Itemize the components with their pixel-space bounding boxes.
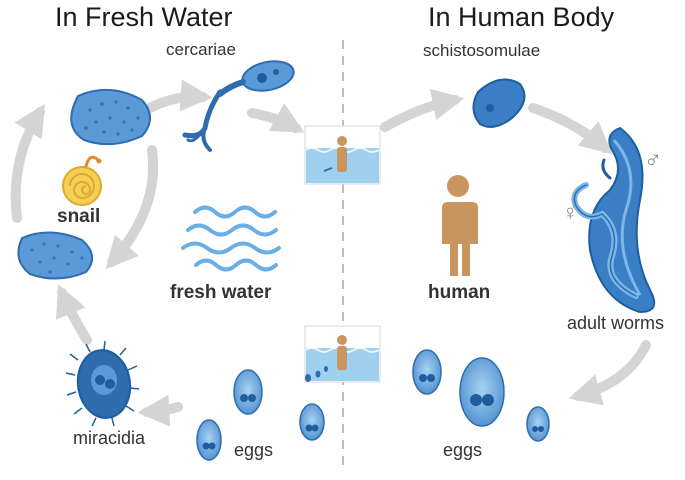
egg-right-3-icon xyxy=(526,406,550,442)
snail-top-icon xyxy=(70,88,151,146)
label-eggs-right: eggs xyxy=(443,440,483,460)
label-miracidia: miracidia xyxy=(73,428,146,448)
arrow-worms-to-eggs xyxy=(568,340,651,406)
arrow-miracidia-to-snail xyxy=(55,284,92,345)
fresh-water-waves-icon xyxy=(181,205,281,272)
arrow-eggs-to-miracidia xyxy=(137,394,183,427)
title-fresh-water: In Fresh Water xyxy=(55,2,233,32)
label-eggs-left: eggs xyxy=(234,440,274,460)
snail-bottom-icon xyxy=(17,231,93,280)
label-cercariae: cercariae xyxy=(166,40,236,59)
egg-left-1-icon xyxy=(233,369,263,415)
male-symbol: ♂ xyxy=(644,147,662,174)
arrow-cercariae-to-water xyxy=(247,103,305,133)
title-human-body: In Human Body xyxy=(428,2,615,32)
arrow-water-to-schistosomulae xyxy=(380,88,465,132)
female-symbol: ♀ xyxy=(562,200,579,225)
label-fresh-water: fresh water xyxy=(170,282,272,303)
arrow-schistosomulae-to-worms xyxy=(528,103,613,155)
human-icon xyxy=(442,175,478,276)
egg-left-2-icon xyxy=(299,403,325,441)
egg-left-3-icon xyxy=(196,419,222,461)
egg-right-1-icon xyxy=(412,349,442,395)
label-adult-worms: adult worms xyxy=(567,313,665,333)
adult-worms-icon xyxy=(571,126,656,314)
arrow-snail-inner xyxy=(105,145,159,270)
snail-shell-icon xyxy=(62,155,102,206)
miracidia-icon xyxy=(65,340,140,427)
schistosomulae-icon xyxy=(472,78,526,128)
cercariae-icon xyxy=(182,60,295,152)
egg-right-2-icon xyxy=(459,357,505,427)
label-snail: snail xyxy=(57,206,101,227)
label-human: human xyxy=(428,282,491,303)
arrow-snail-to-cercariae xyxy=(145,79,213,113)
human-in-water-top-icon xyxy=(304,125,381,185)
human-in-water-bottom-icon xyxy=(304,325,381,383)
label-schistosomulae: schistosomulae xyxy=(423,41,541,60)
arrow-snail-outer xyxy=(10,103,46,223)
